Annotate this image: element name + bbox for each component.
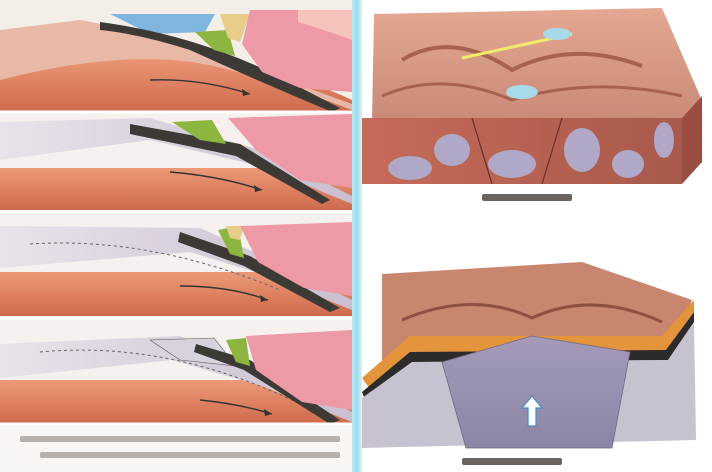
lake [543, 28, 571, 40]
block-2-batholith [362, 262, 696, 448]
right-panel-block-diagrams [362, 0, 712, 472]
pluton [434, 134, 470, 166]
block-1-granite-landscape [362, 8, 702, 184]
pluton [388, 156, 432, 180]
stage-3 [0, 212, 352, 318]
pluton [654, 122, 674, 158]
panel-divider [352, 0, 362, 472]
stage-2 [0, 112, 352, 212]
collision-stages-svg [0, 0, 352, 472]
pluton [564, 128, 600, 172]
stage-4 [0, 318, 352, 424]
stage-1 [0, 0, 352, 112]
left-panel-collision-stages [0, 0, 352, 472]
left-caption [0, 426, 352, 472]
block-diagrams-svg [362, 0, 712, 472]
lake [506, 85, 538, 99]
block-2-caption [462, 458, 562, 465]
pluton [488, 150, 536, 178]
pluton [612, 150, 644, 178]
block-top-surface [372, 8, 700, 120]
block-1-caption [482, 194, 572, 201]
